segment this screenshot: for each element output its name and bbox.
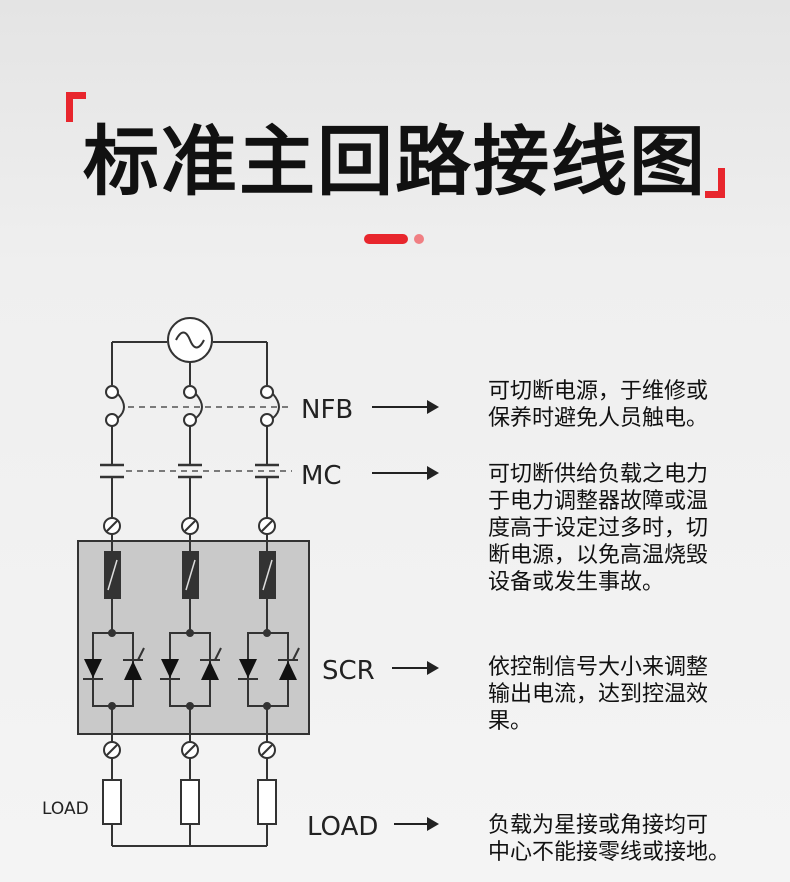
label-load-left: LOAD xyxy=(42,799,89,819)
title-bracket-left xyxy=(66,92,86,122)
title-underline-pill xyxy=(364,234,408,244)
desc-mc: 可切断供给负载之电力 于电力调整器故障或温 度高于设定过多时，切 断电源，以免高… xyxy=(488,462,709,595)
load-wires xyxy=(111,758,268,847)
nfb-breakers xyxy=(105,385,292,427)
scr-pair-3 xyxy=(238,629,300,710)
load-resistors xyxy=(102,779,277,825)
ac-wave xyxy=(175,331,205,349)
wire-nfb-mc xyxy=(111,426,268,464)
scr-internal-wires xyxy=(111,534,268,742)
label-mc: MC xyxy=(301,461,342,491)
title-underline-dot xyxy=(414,234,424,244)
label-nfb: NFB xyxy=(301,395,353,425)
label-load: LOAD xyxy=(307,812,378,842)
scr-pair-1 xyxy=(83,629,145,710)
mc-contactors xyxy=(100,463,292,479)
desc-load: 负载为星接或角接均可 中心不能接零线或接地。 xyxy=(488,813,731,865)
arrow-load xyxy=(394,817,439,831)
arrow-nfb xyxy=(372,400,439,414)
wire-layer xyxy=(111,341,268,385)
wire-mc-terminals xyxy=(111,477,268,518)
arrow-scr xyxy=(392,661,439,675)
label-scr: SCR xyxy=(322,656,375,686)
desc-scr: 依控制信号大小来调整 输出电流，达到控温效 果。 xyxy=(488,655,709,734)
title-bracket-right xyxy=(705,168,725,198)
desc-nfb: 可切断电源，于维修或 保养时避免人员触电。 xyxy=(488,379,709,431)
fuses xyxy=(104,551,276,599)
scr-pair-2 xyxy=(160,629,222,710)
input-terminals xyxy=(103,517,276,535)
page-title: 标准主回路接线图 xyxy=(83,117,707,206)
output-terminals xyxy=(103,741,276,759)
arrow-mc xyxy=(372,466,439,480)
